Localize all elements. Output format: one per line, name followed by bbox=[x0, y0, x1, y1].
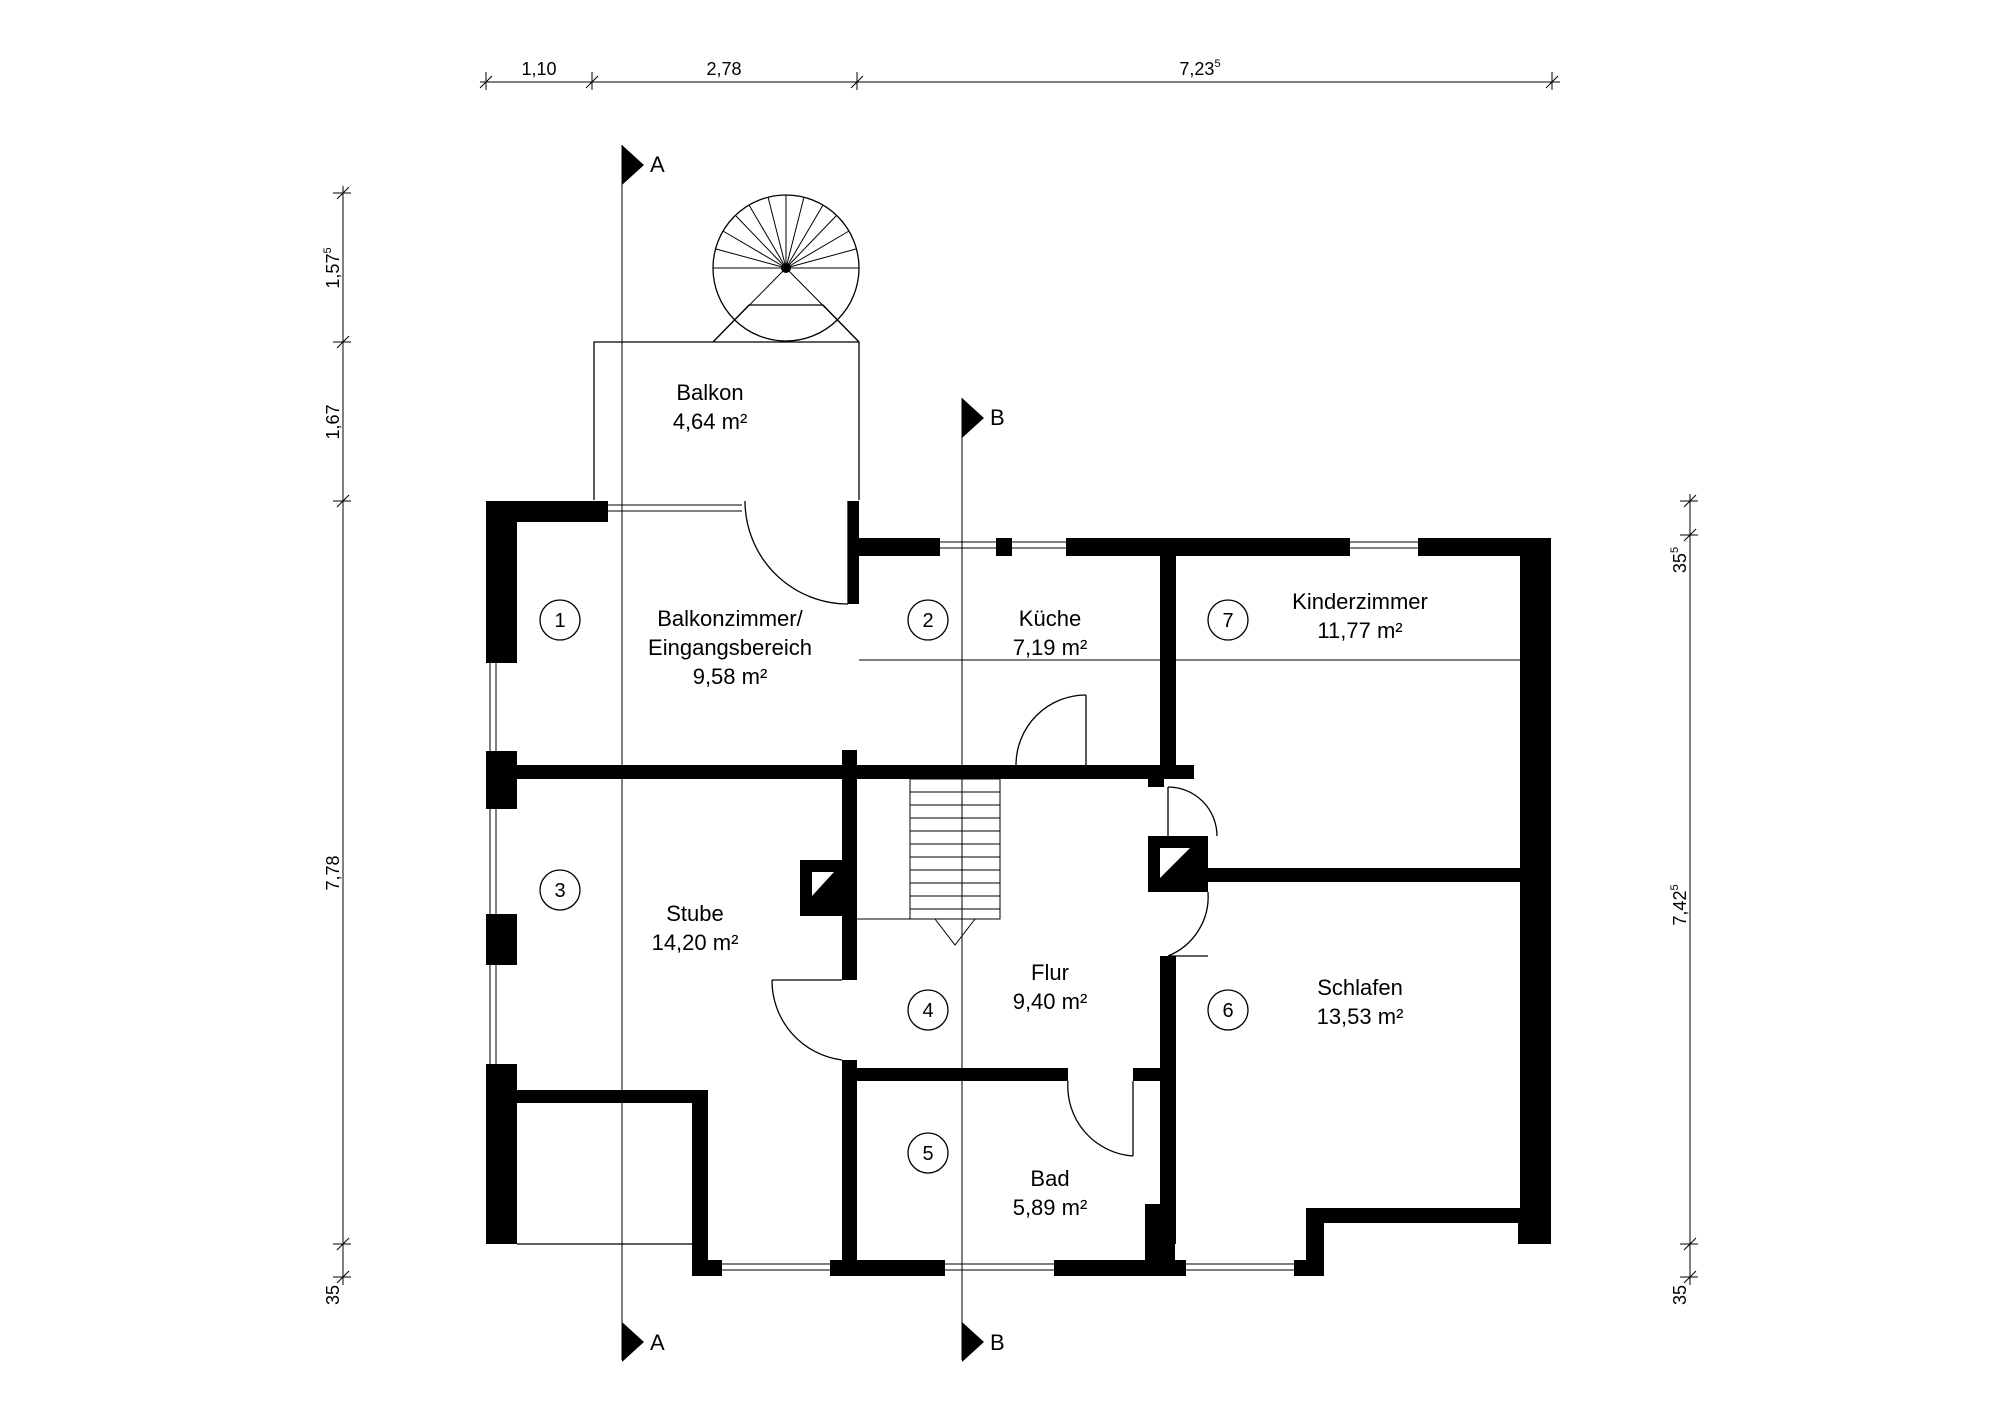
room-balkon-area: 4,64 m² bbox=[673, 409, 748, 434]
room-2-area: 7,19 m² bbox=[1013, 635, 1088, 660]
room-6-number: 6 bbox=[1222, 1000, 1233, 1022]
section-a-bottom-label: A bbox=[650, 1330, 665, 1355]
room-6-name: Schlafen bbox=[1317, 975, 1403, 1000]
room-5-number: 5 bbox=[922, 1143, 933, 1165]
windows bbox=[489, 504, 1418, 1271]
dimension-top: 1,10 2,78 7,235 bbox=[479, 58, 1560, 90]
room-3-number: 3 bbox=[554, 880, 565, 902]
walls bbox=[486, 501, 1551, 1276]
room-4-number: 4 bbox=[922, 1000, 933, 1022]
room-4-flur: 4 Flur 9,40 m² bbox=[907, 960, 1088, 1031]
room-balkon: Balkon 4,64 m² bbox=[673, 380, 748, 434]
dim-right-1-sup: 5 bbox=[1669, 547, 1681, 553]
dim-left-2: 1,67 bbox=[323, 404, 343, 439]
balcony-outline bbox=[593, 341, 860, 500]
section-line-b: B B bbox=[961, 398, 1005, 1362]
room-1-balkonzimmer: 1 Balkonzimmer/ Eingangsbereich 9,58 m² bbox=[539, 599, 812, 689]
dim-right-2: 7,42 bbox=[1670, 891, 1690, 926]
room-2-number: 2 bbox=[922, 610, 933, 632]
room-1-number: 1 bbox=[554, 610, 565, 632]
room-1-name-line2: Eingangsbereich bbox=[648, 635, 812, 660]
svg-text:1,575: 1,575 bbox=[322, 247, 343, 288]
room-7-name: Kinderzimmer bbox=[1292, 589, 1428, 614]
dim-top-1: 1,10 bbox=[521, 59, 556, 79]
spiral-staircase bbox=[712, 194, 860, 343]
room-6-area: 13,53 m² bbox=[1317, 1004, 1404, 1029]
dim-right-2-sup: 5 bbox=[1669, 884, 1681, 890]
room-2-kueche: 2 Küche 7,19 m² bbox=[907, 599, 1088, 660]
dim-top-2: 2,78 bbox=[706, 59, 741, 79]
dimension-left: 1,575 1,67 7,78 35 bbox=[322, 186, 351, 1305]
room-6-schlafen: 6 Schlafen 13,53 m² bbox=[1207, 975, 1404, 1031]
room-2-name: Küche bbox=[1019, 606, 1081, 631]
svg-text:7,425: 7,425 bbox=[1669, 884, 1690, 925]
interior-staircase bbox=[857, 778, 1001, 946]
room-5-area: 5,89 m² bbox=[1013, 1195, 1088, 1220]
room-7-number: 7 bbox=[1222, 610, 1233, 632]
room-7-area: 11,77 m² bbox=[1317, 618, 1402, 643]
room-1-name-line1: Balkonzimmer/ bbox=[657, 606, 803, 631]
room-3-area: 14,20 m² bbox=[652, 930, 739, 955]
dim-right-1: 35 bbox=[1670, 553, 1690, 573]
room-7-kinderzimmer: 7 Kinderzimmer 11,77 m² bbox=[1207, 589, 1428, 643]
room-balkon-name: Balkon bbox=[676, 380, 743, 405]
dim-top-3: 7,23 bbox=[1179, 59, 1214, 79]
room-4-name: Flur bbox=[1031, 960, 1069, 985]
dim-left-3: 7,78 bbox=[323, 855, 343, 890]
dim-left-1: 1,57 bbox=[323, 254, 343, 289]
room-4-area: 9,40 m² bbox=[1013, 989, 1088, 1014]
svg-text:7,235: 7,235 bbox=[1179, 58, 1220, 79]
dim-right-3: 35 bbox=[1670, 1285, 1690, 1305]
svg-text:355: 355 bbox=[1669, 547, 1690, 573]
dim-top-3-sup: 5 bbox=[1214, 58, 1220, 70]
dim-left-4: 35 bbox=[323, 1285, 343, 1305]
doors bbox=[744, 500, 1520, 1157]
room-3-name: Stube bbox=[666, 901, 724, 926]
section-line-a: A A bbox=[621, 145, 665, 1362]
room-1-area: 9,58 m² bbox=[693, 664, 768, 689]
room-3-stube: 3 Stube 14,20 m² bbox=[539, 869, 739, 955]
section-a-top-label: A bbox=[650, 152, 665, 177]
room-5-bad: 5 Bad 5,89 m² bbox=[907, 1132, 1088, 1220]
section-b-bottom-label: B bbox=[990, 1330, 1005, 1355]
dimension-right: 355 7,425 35 bbox=[1669, 494, 1698, 1305]
section-b-top-label: B bbox=[990, 405, 1005, 430]
room-5-name: Bad bbox=[1030, 1166, 1069, 1191]
dim-left-1-sup: 5 bbox=[322, 247, 334, 253]
